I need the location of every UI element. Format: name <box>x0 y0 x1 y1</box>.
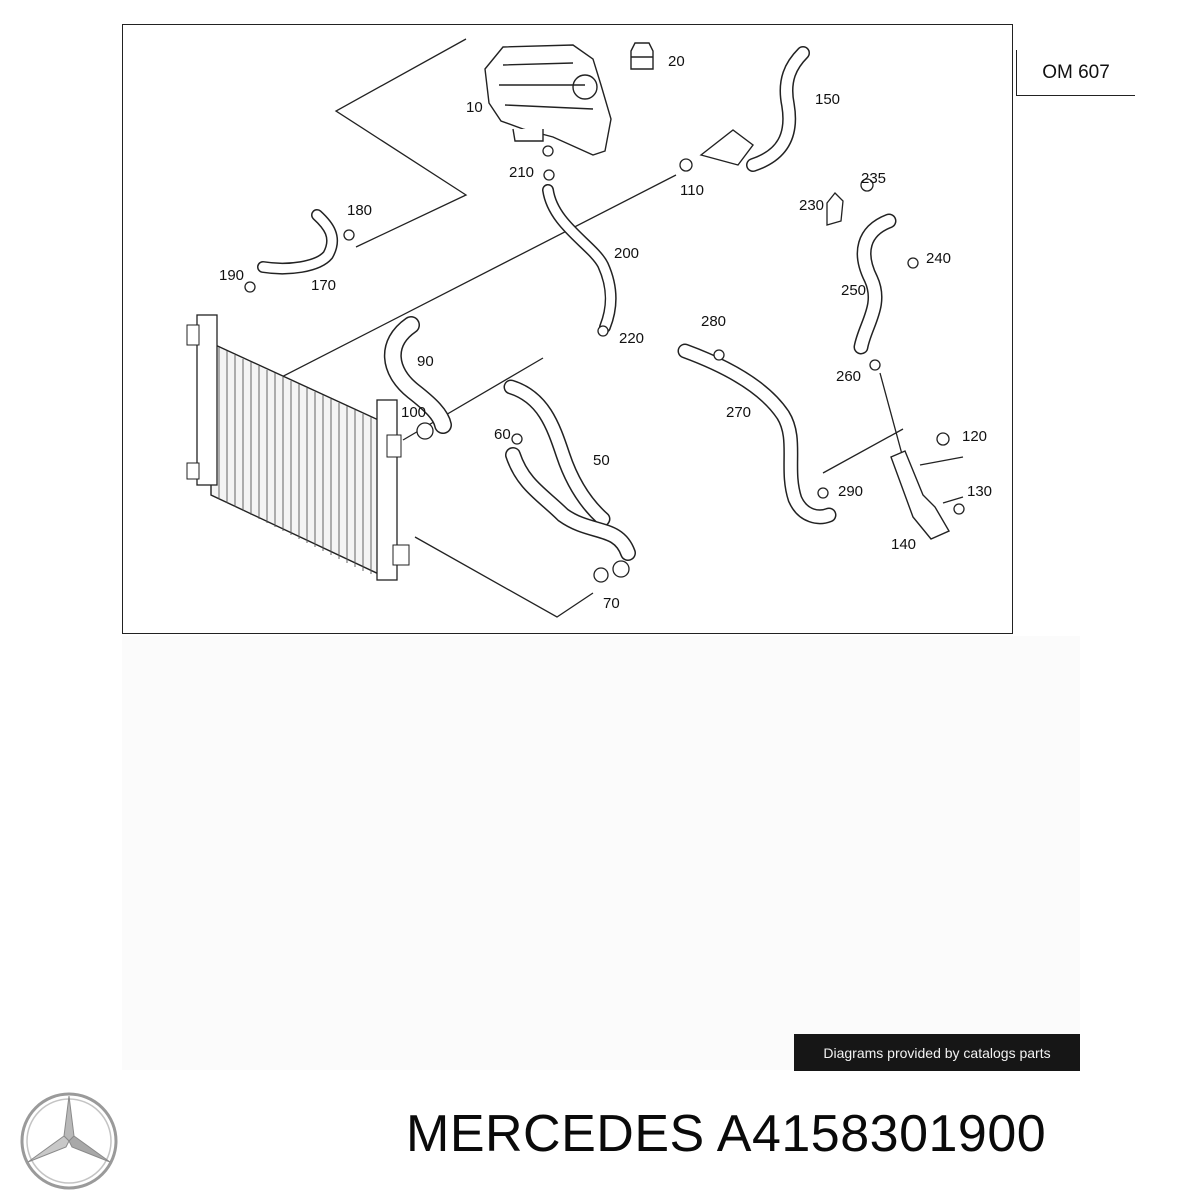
thermostat-housing-110 <box>699 129 754 166</box>
connector-140 <box>890 450 950 540</box>
diagram-drawing <box>186 38 965 618</box>
parts-diagram: OM 607 10 20 150 210 110 235 230 180 240… <box>122 24 1135 634</box>
callout-label: 110 <box>680 182 704 199</box>
leader-line-110 <box>222 174 677 408</box>
hose-200 <box>542 184 617 333</box>
callout-label: 90 <box>417 353 434 370</box>
callout-label: 220 <box>619 330 645 347</box>
radiator-icon <box>186 314 410 581</box>
callout-label: 210 <box>509 164 535 181</box>
hose-50 <box>503 379 611 527</box>
callout-label: 60 <box>494 426 511 443</box>
leader-line-290-140 <box>822 428 904 474</box>
mercedes-star-icon <box>20 1092 118 1190</box>
callout-label: 240 <box>926 250 952 267</box>
callout-label: 235 <box>861 170 887 187</box>
callout-label: 140 <box>891 536 917 553</box>
hose-90 <box>383 316 452 434</box>
callout-label: 130 <box>967 483 993 500</box>
hose-70-lower <box>505 447 636 561</box>
callout-label: 190 <box>219 267 245 284</box>
leader-line-120 <box>919 456 964 466</box>
leader-line-expansion-tank <box>334 38 468 248</box>
callout-label: 20 <box>668 53 685 70</box>
hose-250 <box>853 213 897 355</box>
callout-label: 100 <box>401 404 427 421</box>
filler-cap-icon <box>630 42 654 70</box>
hose-170 <box>257 209 339 275</box>
leader-line-130 <box>942 496 964 504</box>
background-panel <box>122 636 1080 1070</box>
callout-label: 230 <box>799 197 825 214</box>
leader-line-70 <box>414 536 594 618</box>
callout-label: 200 <box>614 245 640 262</box>
callout-label: 180 <box>347 202 373 219</box>
engine-model-label: OM 607 <box>1016 50 1135 96</box>
callout-label: 270 <box>726 404 752 421</box>
callout-label: 250 <box>841 282 867 299</box>
callout-label: 260 <box>836 368 862 385</box>
callout-label: 10 <box>466 99 483 116</box>
hose-150 <box>746 46 810 172</box>
callout-label: 70 <box>603 595 620 612</box>
callout-label: 290 <box>838 483 864 500</box>
callout-label: 120 <box>962 428 988 445</box>
hose-clamps <box>244 145 965 583</box>
part-title: MERCEDES A4158301900 <box>406 1105 1047 1163</box>
callout-label: 280 <box>701 313 727 330</box>
callout-label: 150 <box>815 91 841 108</box>
hose-270 <box>677 343 837 525</box>
expansion-tank-icon <box>484 44 612 156</box>
callout-label: 50 <box>593 452 610 469</box>
callout-label: 170 <box>311 277 337 294</box>
diagram-credit-banner: Diagrams provided by catalogs parts <box>794 1034 1080 1071</box>
